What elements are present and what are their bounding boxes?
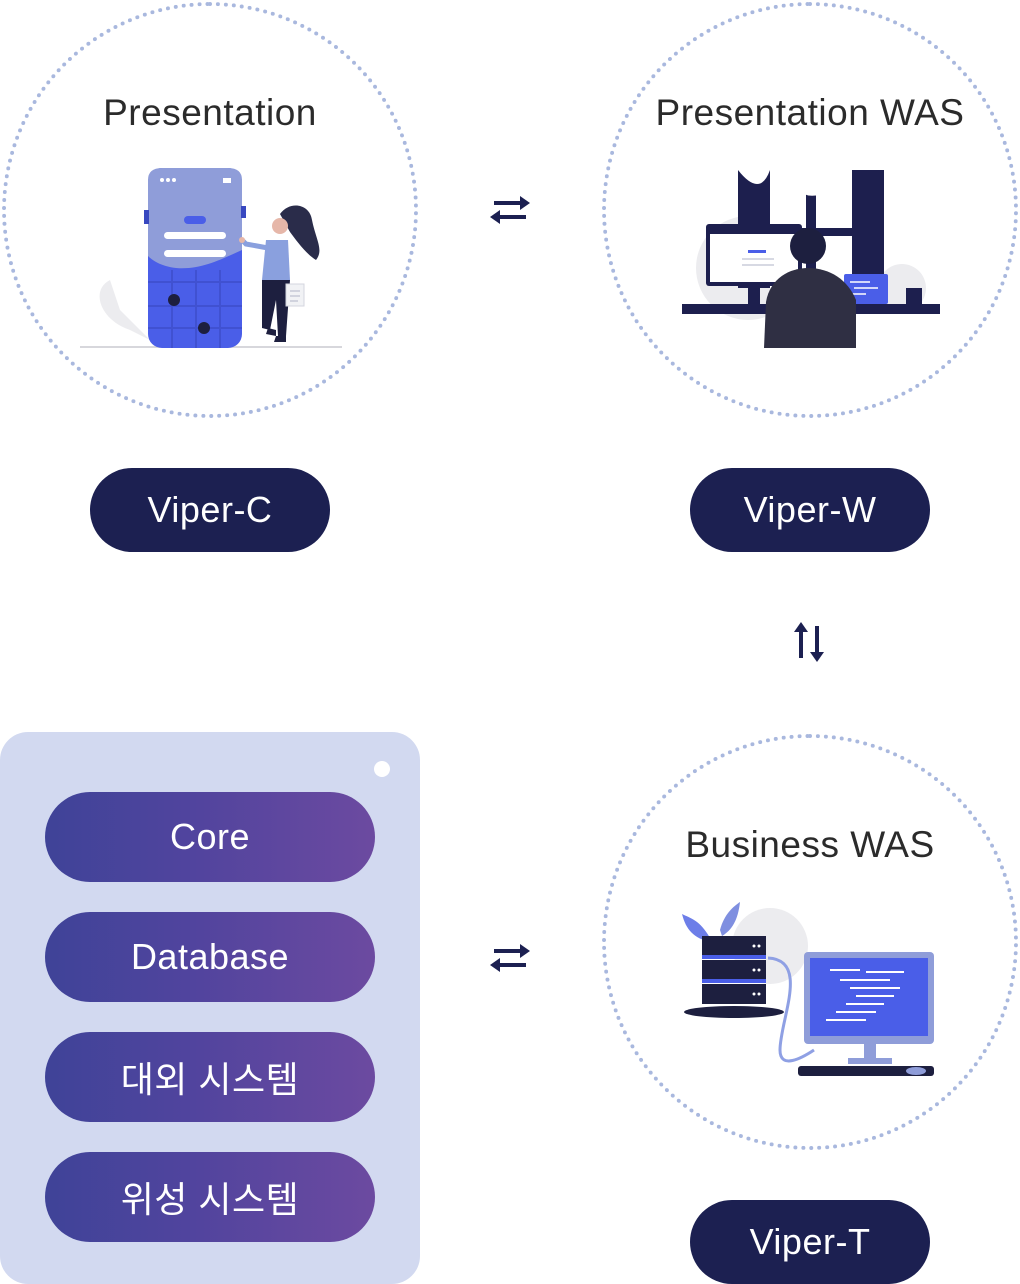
vertical-bidirectional-arrow-icon xyxy=(794,622,824,662)
business-was-circle: Business WAS xyxy=(602,734,1018,1150)
business-was-title: Business WAS xyxy=(685,824,935,865)
panel-dot xyxy=(374,761,390,777)
satellite-system-pill: 위성 시스템 xyxy=(45,1152,375,1242)
database-system-pill: Database xyxy=(45,912,375,1002)
bidirectional-arrow-icon xyxy=(490,944,530,972)
presentation-title: Presentation xyxy=(103,92,317,133)
server-illustration xyxy=(682,902,934,1076)
viper-t-badge: Viper-T xyxy=(690,1200,930,1284)
presentation-circle: Presentation xyxy=(2,2,418,418)
mobile-app-illustration xyxy=(80,168,342,348)
developer-illustration xyxy=(682,170,940,348)
viper-c-badge: Viper-C xyxy=(90,468,330,552)
presentation-was-circle: Presentation WAS xyxy=(602,2,1018,418)
external-system-pill: 대외 시스템 xyxy=(45,1032,375,1122)
core-system-pill: Core xyxy=(45,792,375,882)
viper-w-badge: Viper-W xyxy=(690,468,930,552)
presentation-was-title: Presentation WAS xyxy=(655,92,965,133)
bidirectional-arrow-icon xyxy=(490,196,530,224)
